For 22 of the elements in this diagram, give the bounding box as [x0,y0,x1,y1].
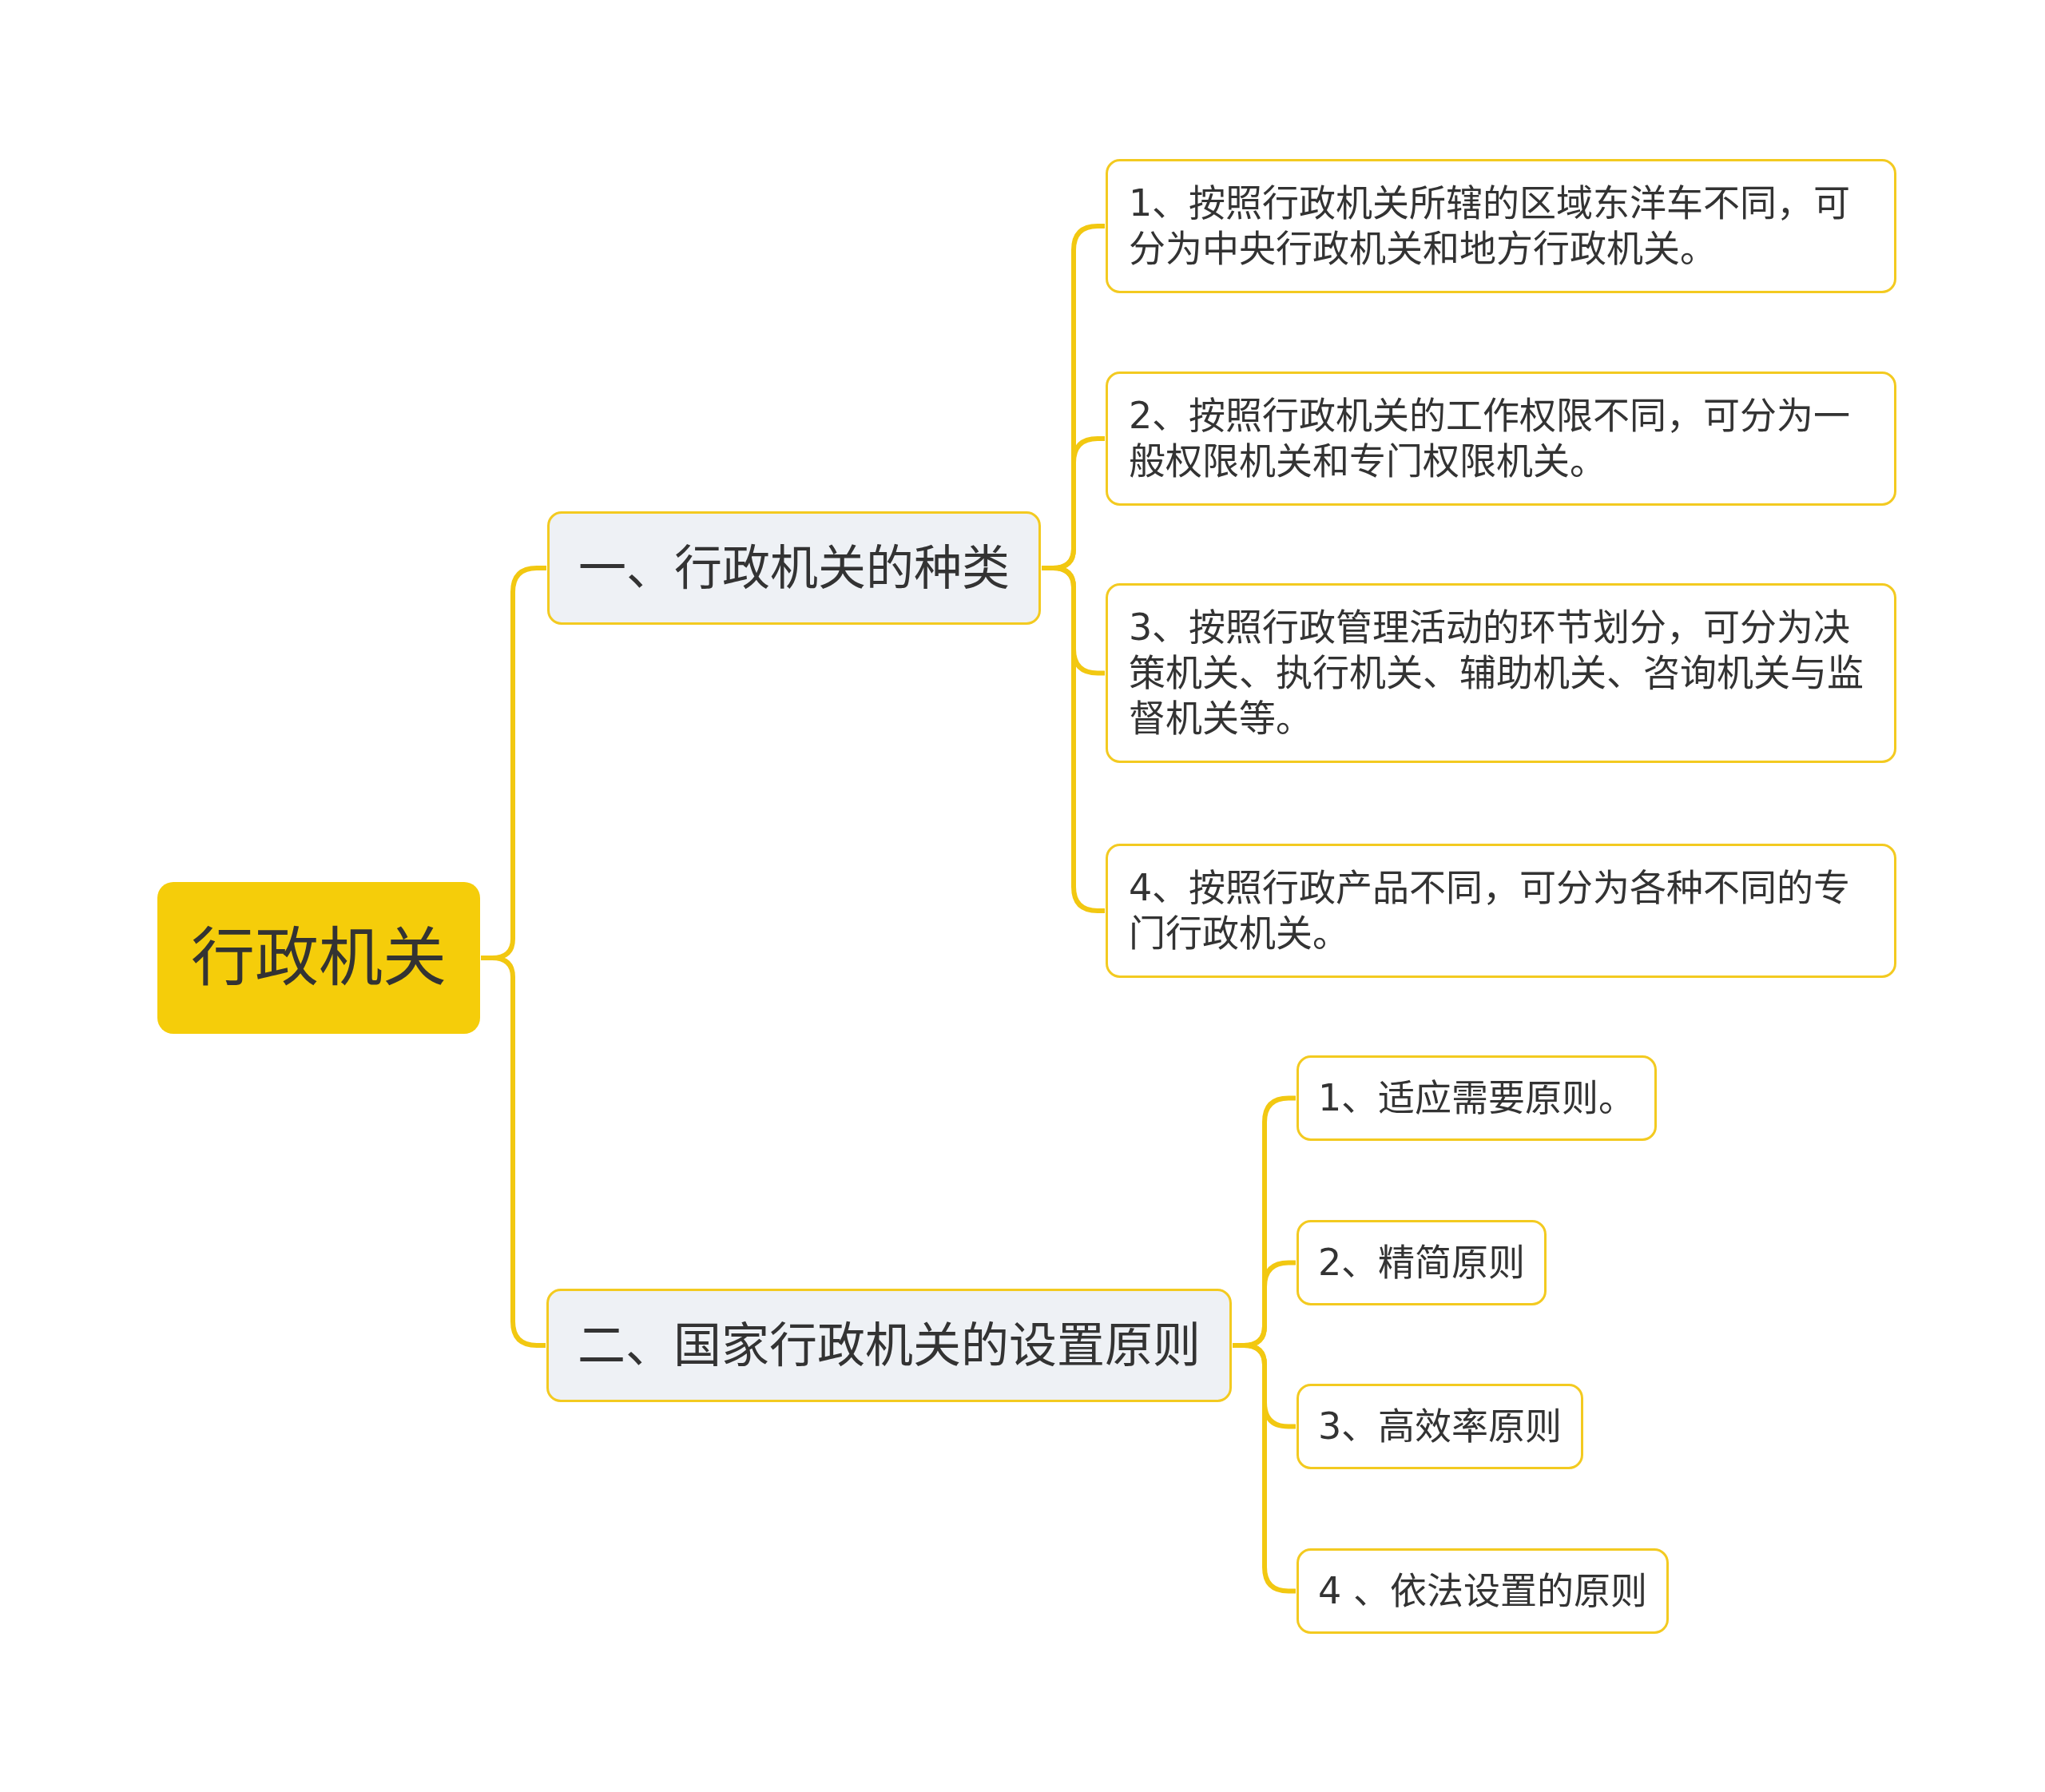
topic-text: 2、精简原则 [1318,1240,1526,1285]
subtopic [1106,844,1896,978]
subtopic [1296,1220,1547,1305]
topic-text: 4 、依法设置的原则 [1318,1568,1647,1614]
subtopic [1296,1548,1669,1634]
main-topic [547,511,1041,625]
subtopic [1296,1384,1584,1469]
topic-text: 一、行政机关的种类 [578,539,1010,598]
topic-text: 2、按照行政机关的工作权限不同，可分为一般权限机关和专门权限机关。 [1129,393,1852,484]
subtopic [1296,1055,1658,1141]
subtopic [1106,372,1896,506]
main-topic [546,1289,1232,1402]
topic-text: 二、国家行政机关的设置原则 [578,1317,1201,1375]
topic-text: 1、按照行政机关所辖的区域东洋车不同，可分为中央行政机关和地方行政机关。 [1129,181,1852,272]
central-topic [157,882,480,1034]
topic-text: 3、按照行政管理活动的环节划分，可分为决策机关、执行机关、辅助机关、咨询机关与监督机关等。 [1129,605,1864,741]
topic-text: 行政机关 [191,922,447,994]
subtopic [1106,583,1896,763]
topic-text: 3、高效率原则 [1318,1404,1563,1449]
topic-text: 4、按照行政产品不同，可分为各种不同的专门行政机关。 [1129,865,1852,956]
subtopic [1106,159,1896,293]
topic-text: 1、适应需要原则。 [1318,1075,1636,1121]
